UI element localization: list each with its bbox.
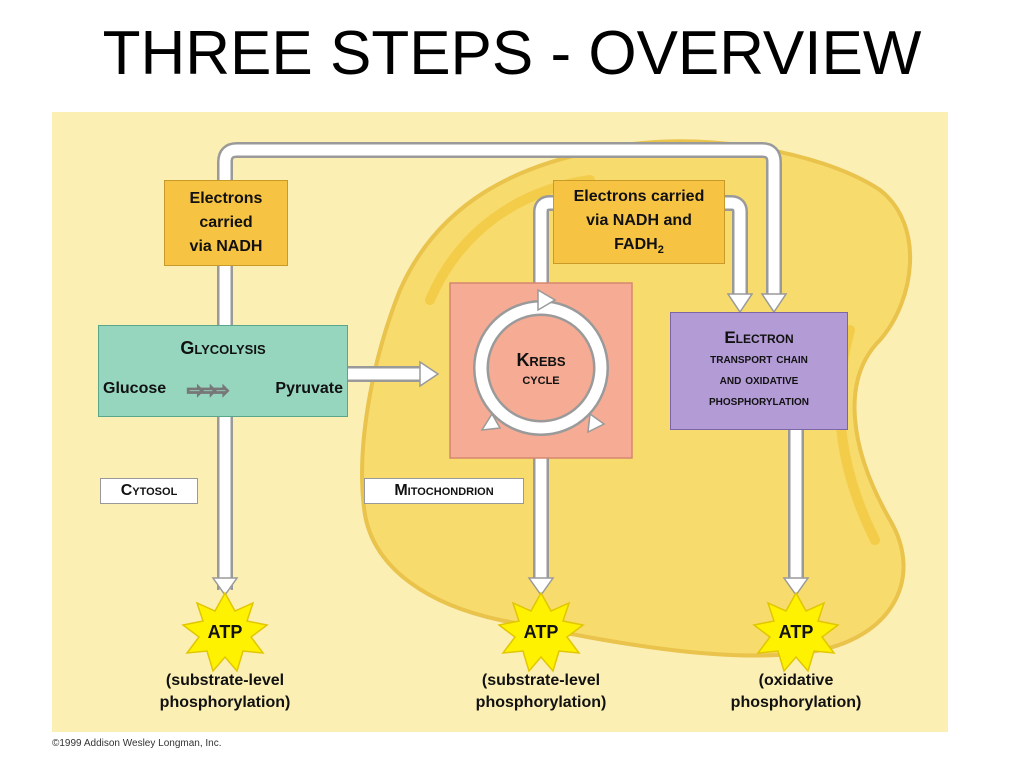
glycolysis-box: Glycolysis Glucose ⇨⇨⇨ Pyruvate <box>98 325 348 417</box>
etc-line2: transport chain <box>710 350 808 366</box>
fadh-text: FADH <box>614 236 658 253</box>
atp-label-2: ATP <box>523 622 559 642</box>
pyruvate-label: Pyruvate <box>275 380 343 397</box>
output-caption-1: (substrate-level phosphorylation) <box>125 670 325 714</box>
krebs-line1: Krebs <box>516 350 566 370</box>
atp-label-3: ATP <box>778 622 814 642</box>
fadh-subscript: 2 <box>657 244 664 257</box>
electrons-nadh-line1: Electrons <box>189 190 263 207</box>
triple-arrow-icon: ⇨⇨⇨ <box>186 380 229 403</box>
atp-star-3 <box>752 591 840 673</box>
arrow-down-glycolysis <box>211 420 239 597</box>
output-3-line1: (oxidative <box>758 672 834 689</box>
output-caption-3: (oxidative phosphorylation) <box>696 670 896 714</box>
cytosol-label: Cytosol <box>100 478 198 504</box>
output-1-line2: phosphorylation) <box>159 694 291 711</box>
glycolysis-heading: Glycolysis <box>180 338 266 358</box>
mitochondrion-label: Mitochondrion <box>364 478 524 504</box>
output-caption-2: (substrate-level phosphorylation) <box>441 670 641 714</box>
page-title: THREE STEPS - OVERVIEW <box>102 19 922 88</box>
arrow-down-etc <box>782 430 810 597</box>
electrons-nadh-line3: via NADH <box>189 238 263 255</box>
electrons-fadh-line1: Electrons carried <box>573 188 705 205</box>
electrons-nadh-fadh2-box: Electrons carried via NADH and FADH2 <box>553 180 725 264</box>
electrons-fadh-line2: via NADH and <box>586 212 692 229</box>
atp-label-1: ATP <box>207 622 243 642</box>
glucose-label: Glucose <box>103 380 167 397</box>
electrons-nadh-line2: carried <box>199 214 253 231</box>
etc-line3: and oxidative <box>719 371 799 387</box>
atp-star-1 <box>181 591 269 673</box>
etc-box: Electron transport chain and oxidative p… <box>670 312 848 430</box>
etc-line1: Electron <box>724 328 794 347</box>
output-3-line2: phosphorylation) <box>730 694 862 711</box>
copyright-notice: ©1999 Addison Wesley Longman, Inc. <box>52 738 222 749</box>
output-1-line1: (substrate-level <box>165 672 285 689</box>
atp-star-2 <box>497 591 585 673</box>
krebs-label: Krebs cycle <box>490 350 592 390</box>
arrow-down-krebs <box>527 458 555 597</box>
output-2-line1: (substrate-level <box>481 672 601 689</box>
etc-line4: phosphorylation <box>708 392 809 408</box>
output-2-line2: phosphorylation) <box>475 694 607 711</box>
electrons-nadh-box: Electrons carried via NADH <box>164 180 288 266</box>
electrons-fadh-line3: FADH2 <box>554 233 724 262</box>
krebs-line2: cycle <box>522 371 560 388</box>
